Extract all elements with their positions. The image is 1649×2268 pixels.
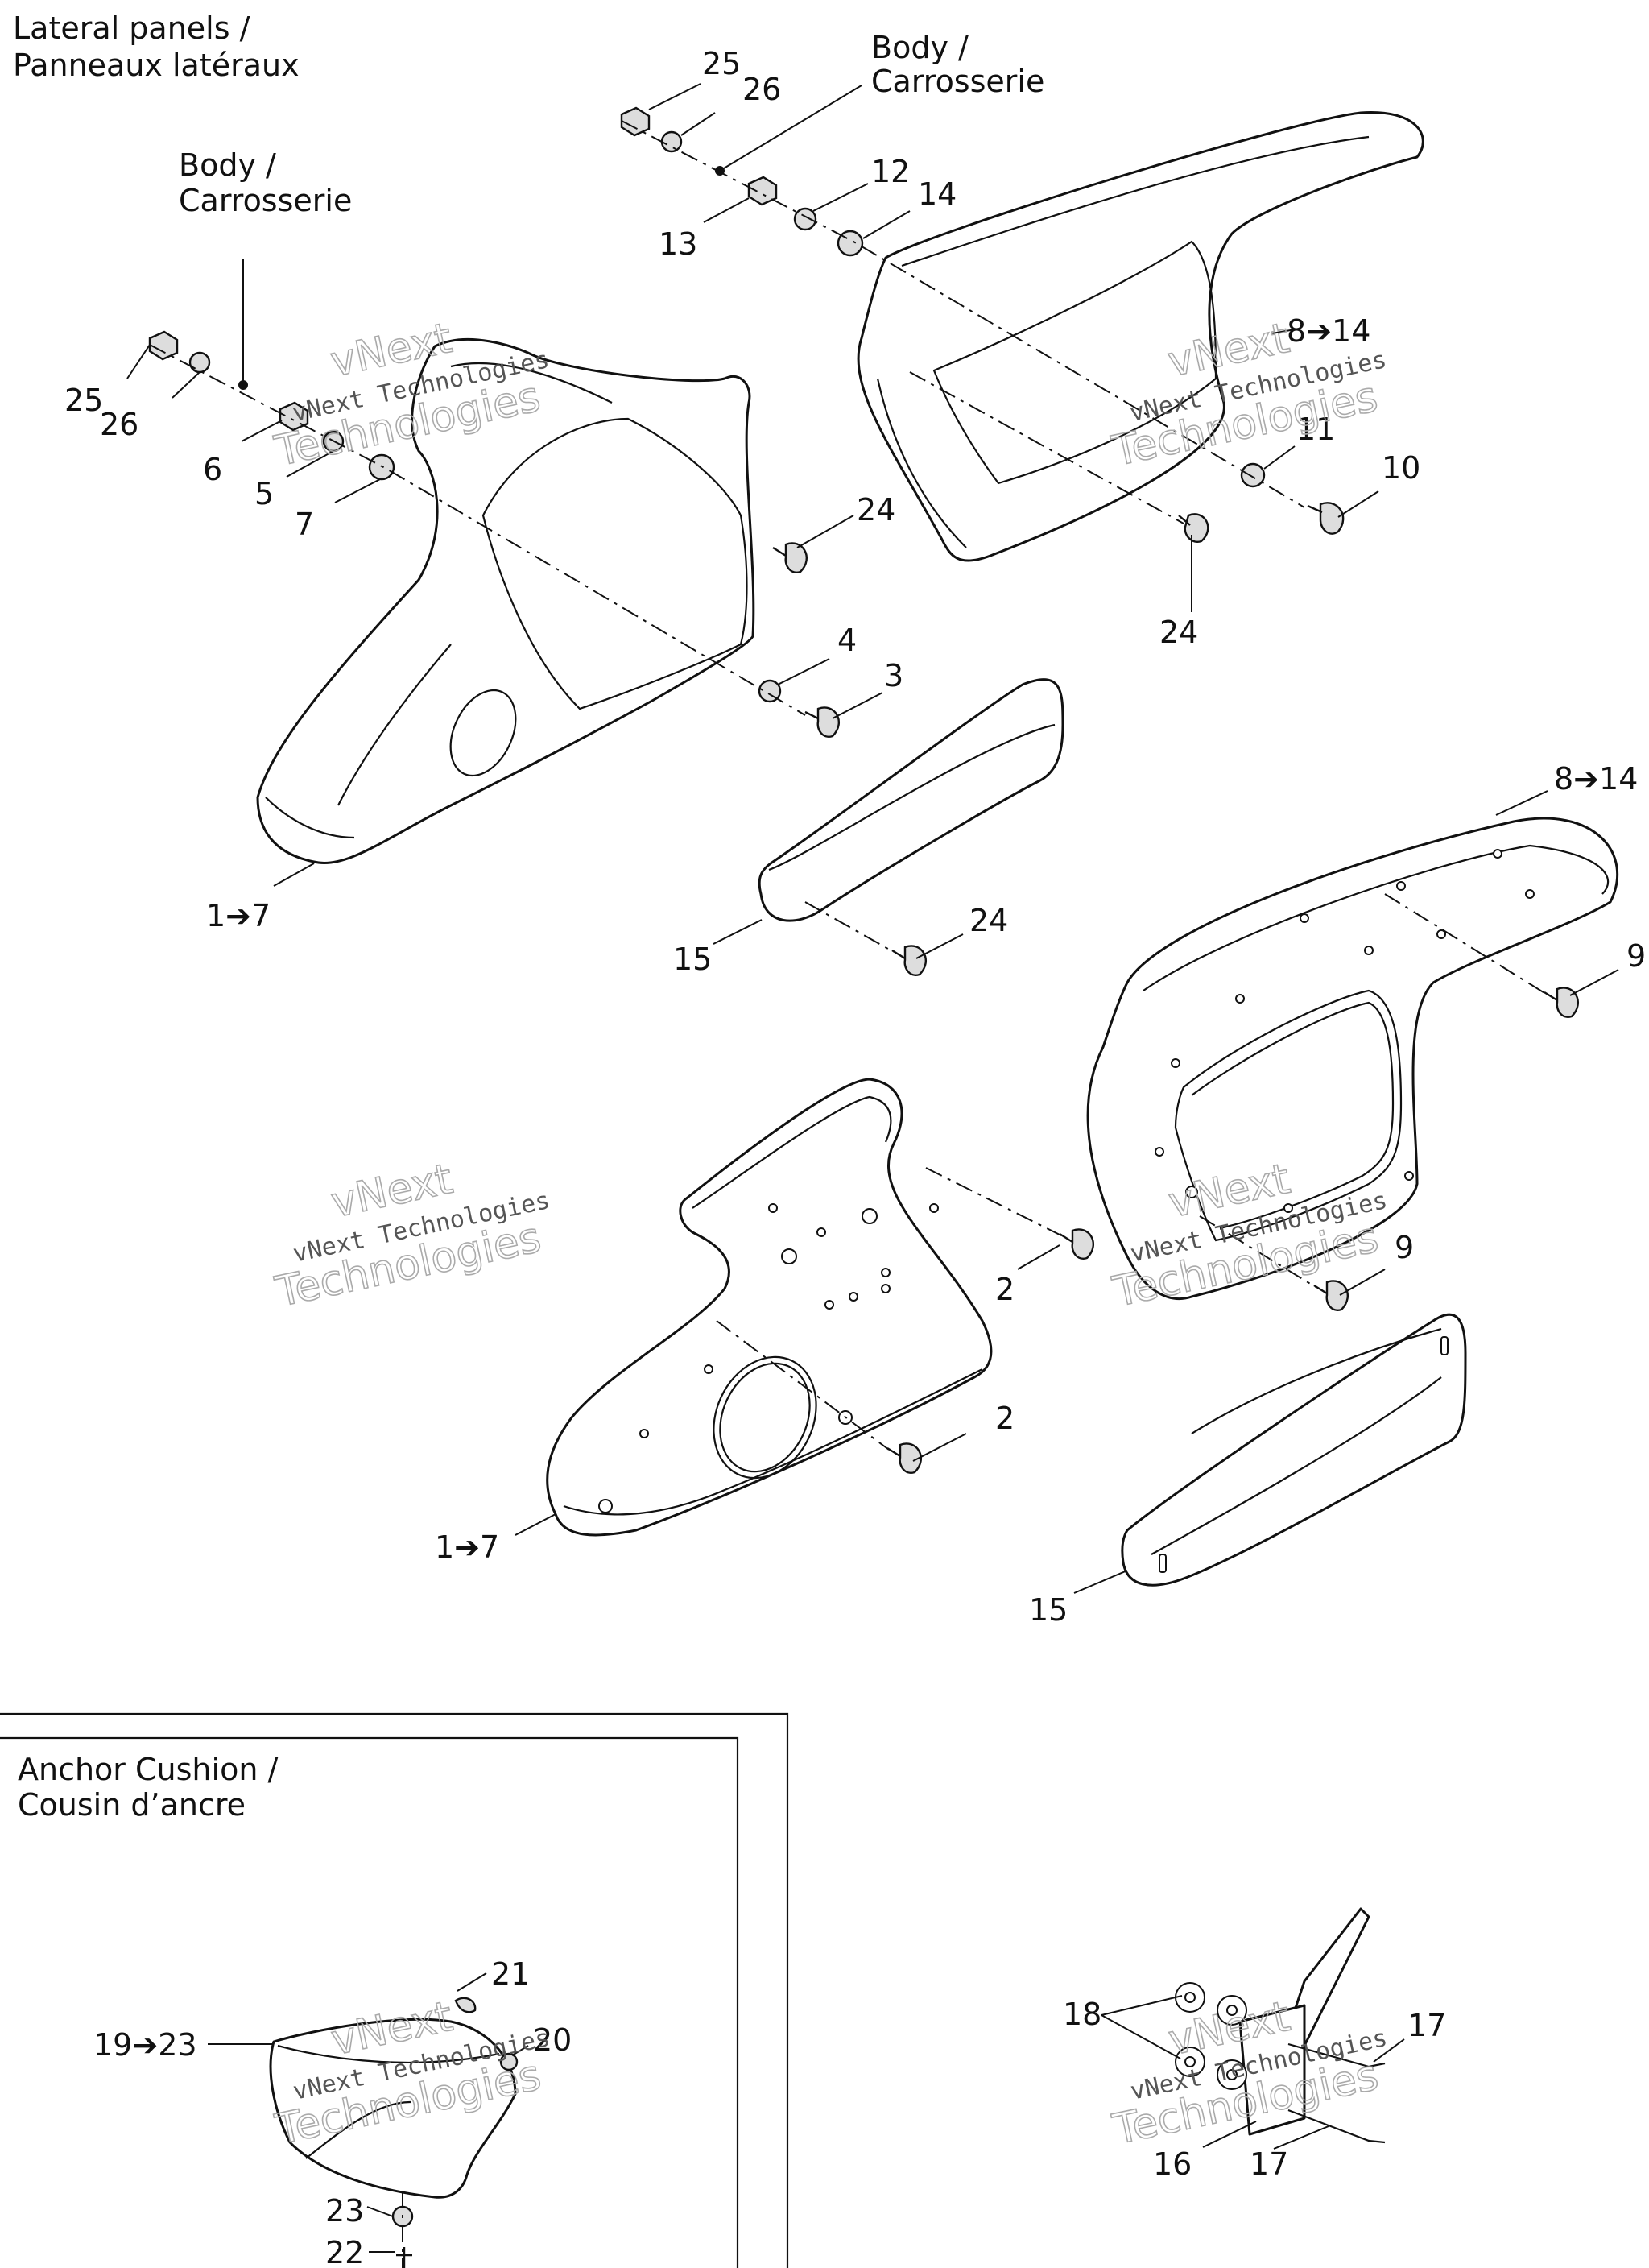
section-lateral-panels-line1: Lateral panels / [13, 10, 250, 46]
section-lateral-panels-line2: Panneaux latéraux [13, 48, 300, 83]
pin-17-lower [1287, 2109, 1386, 2144]
callout-2-lower: 2 [995, 1401, 1015, 1436]
callout-1-to-7-lower: 1➔7 [435, 1529, 499, 1565]
callout-9-lower: 9 [1395, 1230, 1414, 1265]
bolt-24-left [772, 542, 808, 573]
callout-26-left: 26 [100, 407, 138, 442]
watermark-lower-right: vNext vNext Technologies Technologies [1108, 1992, 1390, 2155]
washer-7 [368, 453, 395, 481]
bolt-2-lower [886, 1442, 922, 1474]
small-side-panel-15-top [758, 678, 1064, 976]
left-panel-inner-port [719, 1362, 811, 1473]
callout-24-small: 24 [969, 903, 1008, 938]
small-side-panel-15-lower [1121, 1313, 1467, 1587]
callout-25-left: 25 [64, 383, 103, 418]
bolt-24-top [1178, 513, 1209, 543]
left-lateral-panel-inner [546, 1078, 1094, 1537]
bolt-3 [804, 706, 840, 738]
callout-13: 13 [659, 226, 697, 262]
anchor-cushion-frame [0, 1712, 789, 2268]
callout-4: 4 [837, 623, 857, 658]
watermark-middle-right: vNext vNext Technologies Technologies [1108, 1154, 1390, 1318]
callout-17-lower: 17 [1250, 2146, 1288, 2182]
callout-26-top: 26 [742, 72, 781, 107]
callout-10: 10 [1382, 450, 1420, 486]
lockwasher-4 [758, 679, 782, 703]
nut-25-left [148, 330, 179, 361]
anchor-bracket-assembly [1175, 1907, 1386, 2144]
callout-labels: 25 26 12 14 13 8➔14 11 10 24 24 25 26 6 … [64, 46, 1646, 2268]
section-body-top-line1: Body / [871, 30, 969, 65]
callout-19-to-23: 19➔23 [93, 2027, 197, 2063]
callout-14: 14 [918, 176, 957, 212]
right-lateral-panel-outer [857, 111, 1424, 562]
left-panel-port-hole [449, 689, 517, 777]
pin-17-upper [1287, 2042, 1386, 2068]
callout-16: 16 [1153, 2146, 1192, 2182]
callout-20: 20 [533, 2022, 572, 2058]
callout-21: 21 [491, 1956, 530, 1992]
leader-lines [126, 83, 1619, 2253]
watermark-middle-left: vNext vNext Technologies Technologies [271, 1154, 552, 1318]
callout-8-to-14-lower: 8➔14 [1554, 761, 1638, 797]
left-hardware-stack [148, 330, 840, 738]
callout-1-to-7-top: 1➔7 [206, 898, 271, 933]
right-lateral-panel-inner [1086, 817, 1619, 1311]
section-body-left-line1: Body / [179, 147, 276, 183]
callout-6: 6 [203, 452, 222, 487]
screw-21 [454, 1997, 477, 2013]
fastener-20 [499, 2052, 519, 2071]
callout-15-top: 15 [673, 942, 712, 977]
screw-22 [396, 2247, 412, 2268]
bolt-9-lower [1313, 1280, 1349, 1311]
lockwasher-11 [1240, 462, 1266, 488]
right-panel-window-opening [1174, 989, 1403, 1242]
section-body-left-line2: Carrosserie [179, 183, 352, 218]
callout-3: 3 [884, 658, 903, 693]
callout-18: 18 [1063, 1997, 1101, 2032]
bolt-10 [1307, 502, 1345, 535]
section-anchor-cushion-line1: Anchor Cushion / [18, 1752, 278, 1787]
callout-12: 12 [871, 154, 910, 189]
nut-25-top [620, 106, 651, 137]
callout-23: 23 [325, 2193, 364, 2229]
section-body-top-line2: Carrosserie [871, 64, 1044, 99]
callout-9-upper: 9 [1626, 938, 1646, 974]
callout-2-upper: 2 [995, 1272, 1015, 1307]
callout-5: 5 [254, 476, 274, 511]
callout-24-top-right: 24 [1159, 615, 1198, 650]
washer-26-left [188, 351, 211, 374]
section-anchor-cushion-line2: Cousin d’ancre [18, 1787, 246, 1823]
callout-15-lower: 15 [1029, 1592, 1068, 1628]
anchor-cushion-part [269, 1997, 519, 2268]
callout-7: 7 [295, 507, 314, 542]
callout-11: 11 [1296, 412, 1335, 447]
washer-26-top [660, 130, 683, 153]
callout-24-top-left: 24 [857, 492, 895, 528]
top-hardware-stack [620, 106, 1345, 543]
callout-17-upper: 17 [1407, 2008, 1446, 2043]
callout-22: 22 [325, 2235, 364, 2268]
left-lateral-panel-outer [256, 337, 755, 864]
bolt-9-upper [1544, 987, 1579, 1018]
lockwasher-12 [793, 207, 817, 231]
callout-8-to-14-top: 8➔14 [1287, 313, 1370, 349]
nut-13 [747, 176, 778, 206]
bolt-24-small [891, 945, 927, 976]
bolt-2-upper [1059, 1228, 1094, 1260]
callout-25-top: 25 [702, 46, 741, 81]
